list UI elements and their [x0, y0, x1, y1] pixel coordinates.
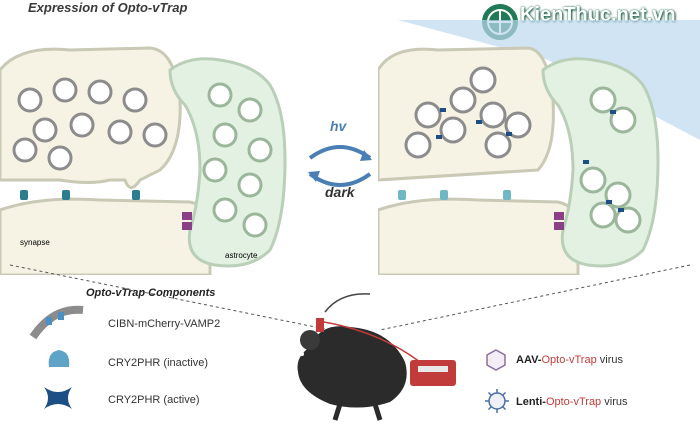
vesicles-astrocyte	[202, 82, 273, 238]
clustered-vesicles-astro	[579, 86, 642, 234]
components-title: Opto-vTrap Components	[86, 287, 216, 299]
receptors	[20, 190, 140, 200]
astro-channels-active	[554, 212, 564, 230]
light-label: hv	[330, 118, 347, 134]
virus-aav: AAV-Opto-vTrap virus	[516, 354, 623, 366]
panel-before-light: synapse astrocyte	[0, 46, 287, 275]
receptors-active	[398, 190, 511, 200]
light-beam	[398, 20, 700, 140]
synapse-label: synapse	[20, 238, 50, 247]
figure-title: Expression of Opto-vTrap	[28, 0, 188, 15]
vesicles-neuron	[12, 77, 168, 171]
vamp2-membrane-icon	[29, 305, 84, 340]
astro-channels	[182, 212, 192, 230]
cry2-inactive-icon	[48, 350, 70, 367]
aav-virus-icon	[486, 349, 506, 371]
virus-lenti: Lenti-Opto-vTrap virus	[516, 396, 628, 408]
cry2-active-icon	[44, 387, 72, 409]
legend-item-cry2-inactive: CRY2PHR (inactive)	[108, 357, 209, 369]
dark-label: dark	[325, 184, 355, 200]
legend-item-cry2-active: CRY2PHR (active)	[108, 394, 200, 406]
lenti-virus-icon	[485, 389, 509, 413]
legend-item-vamp2: CIBN-mCherry-VAMP2	[108, 318, 221, 330]
clustered-vesicles	[404, 66, 532, 159]
zoom-connectors	[9, 264, 691, 331]
astrocyte-label: astrocyte	[225, 251, 258, 260]
transition-arrows-icon	[308, 145, 372, 187]
active-cry2-markers	[436, 108, 624, 212]
presynaptic-terminal-active	[378, 46, 555, 182]
mouse-with-fiber-icon	[297, 293, 456, 421]
panel-after-light	[378, 20, 700, 275]
